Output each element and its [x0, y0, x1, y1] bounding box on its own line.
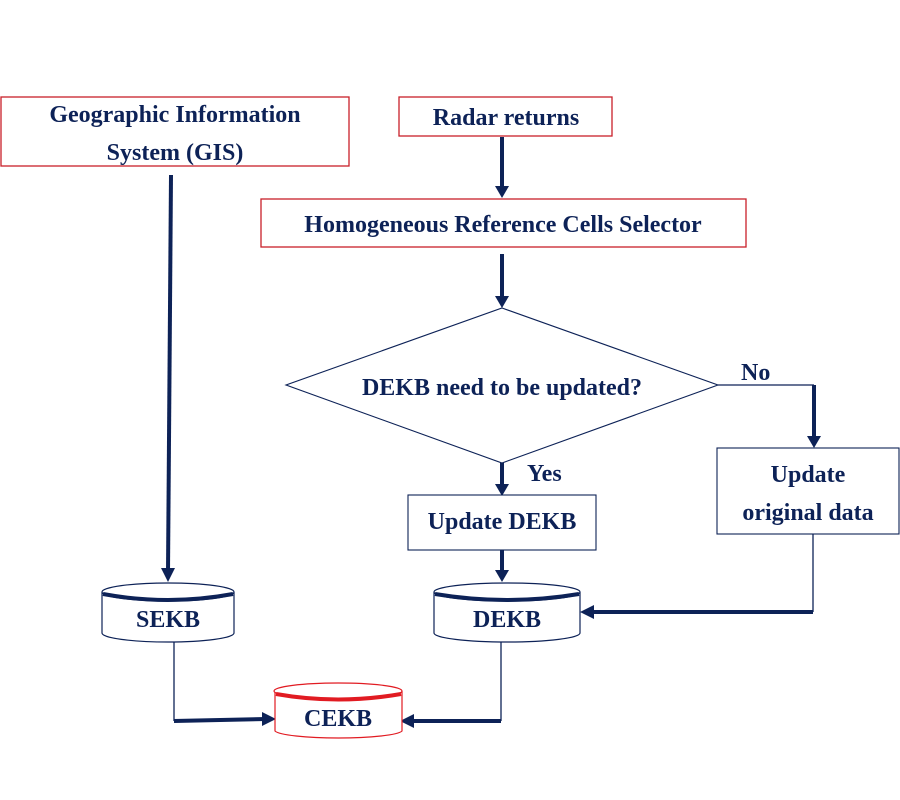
- radar-returns-box: [398, 96, 613, 137]
- node-update-original-data: Update original data: [716, 447, 900, 535]
- arrow-head: [807, 436, 821, 448]
- update-dekb-box: [407, 494, 597, 551]
- arrow-head: [400, 714, 414, 728]
- dekb-cylinder-rim: [434, 592, 580, 602]
- sekb-label: SEKB: [136, 607, 200, 633]
- node-sekb: SEKB: [101, 582, 235, 643]
- dekb-label: DEKB: [473, 607, 541, 633]
- dekb-cylinder-body: [433, 592, 581, 643]
- arrow-head: [161, 568, 175, 582]
- update-original-label-line-1: Update: [771, 462, 846, 488]
- cekb-label: CEKB: [304, 706, 372, 732]
- edge-selector-to-decision: [495, 254, 509, 308]
- no-label: No: [741, 360, 770, 386]
- gis-label-line-2: System (GIS): [107, 140, 244, 166]
- arrow-head: [495, 296, 509, 308]
- node-gis: Geographic Information System (GIS): [0, 96, 350, 167]
- yes-label: Yes: [527, 461, 562, 487]
- arrow-head: [495, 570, 509, 582]
- arrow-head: [580, 605, 594, 619]
- edge-decision-to-update-original: [718, 384, 821, 448]
- edge-update-original-to-dekb: [580, 534, 814, 619]
- cekb-cylinder-rim: [275, 692, 402, 702]
- update-original-box: [716, 447, 900, 535]
- gis-box: [0, 96, 350, 167]
- edge-gis-to-sekb: [161, 174, 175, 582]
- node-update-dekb: Update DEKB: [407, 494, 597, 551]
- gis-label-line-1: Geographic Information: [49, 102, 300, 128]
- node-reference-cells-selector: Homogeneous Reference Cells Selector: [260, 198, 747, 248]
- node-dekb: DEKB: [433, 582, 581, 643]
- update-original-label-line-2: original data: [742, 500, 873, 526]
- node-cekb: CEKB: [273, 682, 403, 739]
- node-decision: DEKB need to be updated?: [284, 307, 720, 464]
- edge-line: [173, 717, 267, 723]
- edges: [161, 137, 821, 728]
- decision-label: DEKB need to be updated?: [362, 375, 642, 401]
- selector-box: [260, 198, 747, 248]
- edge-decision-to-update-dekb: [495, 463, 509, 496]
- radar-returns-label: Radar returns: [433, 105, 579, 131]
- arrow-head: [262, 712, 276, 726]
- sekb-cylinder-rim: [102, 592, 234, 602]
- edge-line: [166, 174, 173, 573]
- decision-diamond: [284, 307, 720, 464]
- edge-update-dekb-to-dekb: [495, 550, 509, 582]
- edge-sekb-to-cekb: [173, 642, 276, 726]
- update-dekb-label: Update DEKB: [428, 509, 577, 535]
- arrow-head: [495, 186, 509, 198]
- node-radar-returns: Radar returns: [398, 96, 613, 137]
- edge-dekb-to-cekb: [400, 642, 502, 728]
- cekb-cylinder-body: [274, 691, 403, 739]
- sekb-cylinder-body: [101, 592, 235, 643]
- selector-label: Homogeneous Reference Cells Selector: [304, 212, 702, 238]
- arrow-head: [495, 484, 509, 496]
- edge-radar-to-selector: [495, 137, 509, 198]
